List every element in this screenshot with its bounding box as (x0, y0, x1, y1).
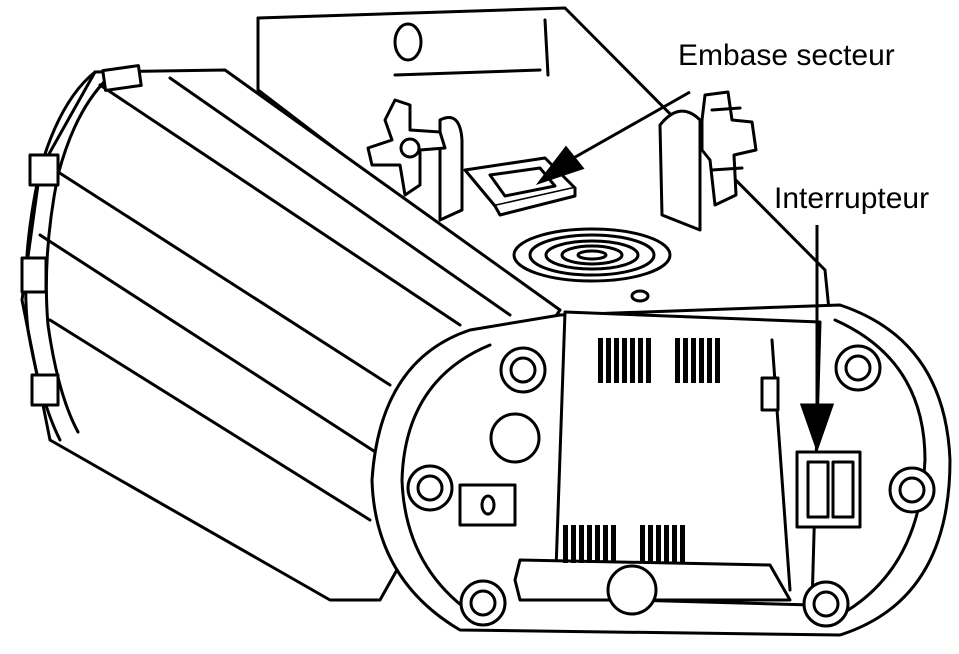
embase-secteur-label: Embase secteur (678, 39, 895, 72)
power-switch (795, 450, 862, 529)
interrupteur-label: Interrupteur (774, 182, 930, 215)
left-lock-knob (366, 98, 464, 222)
right-lock-knob (658, 90, 758, 232)
callout-pointers (535, 90, 835, 453)
rear-rim-screws (406, 344, 936, 628)
interrupteur-pointer-arrowhead (799, 403, 835, 453)
embase-pointer-line (569, 90, 691, 162)
fuse-holder (458, 483, 517, 527)
embase-pointer-arrowhead (535, 145, 585, 185)
cooling-fan (512, 227, 672, 303)
ventilation-slots (563, 338, 720, 563)
